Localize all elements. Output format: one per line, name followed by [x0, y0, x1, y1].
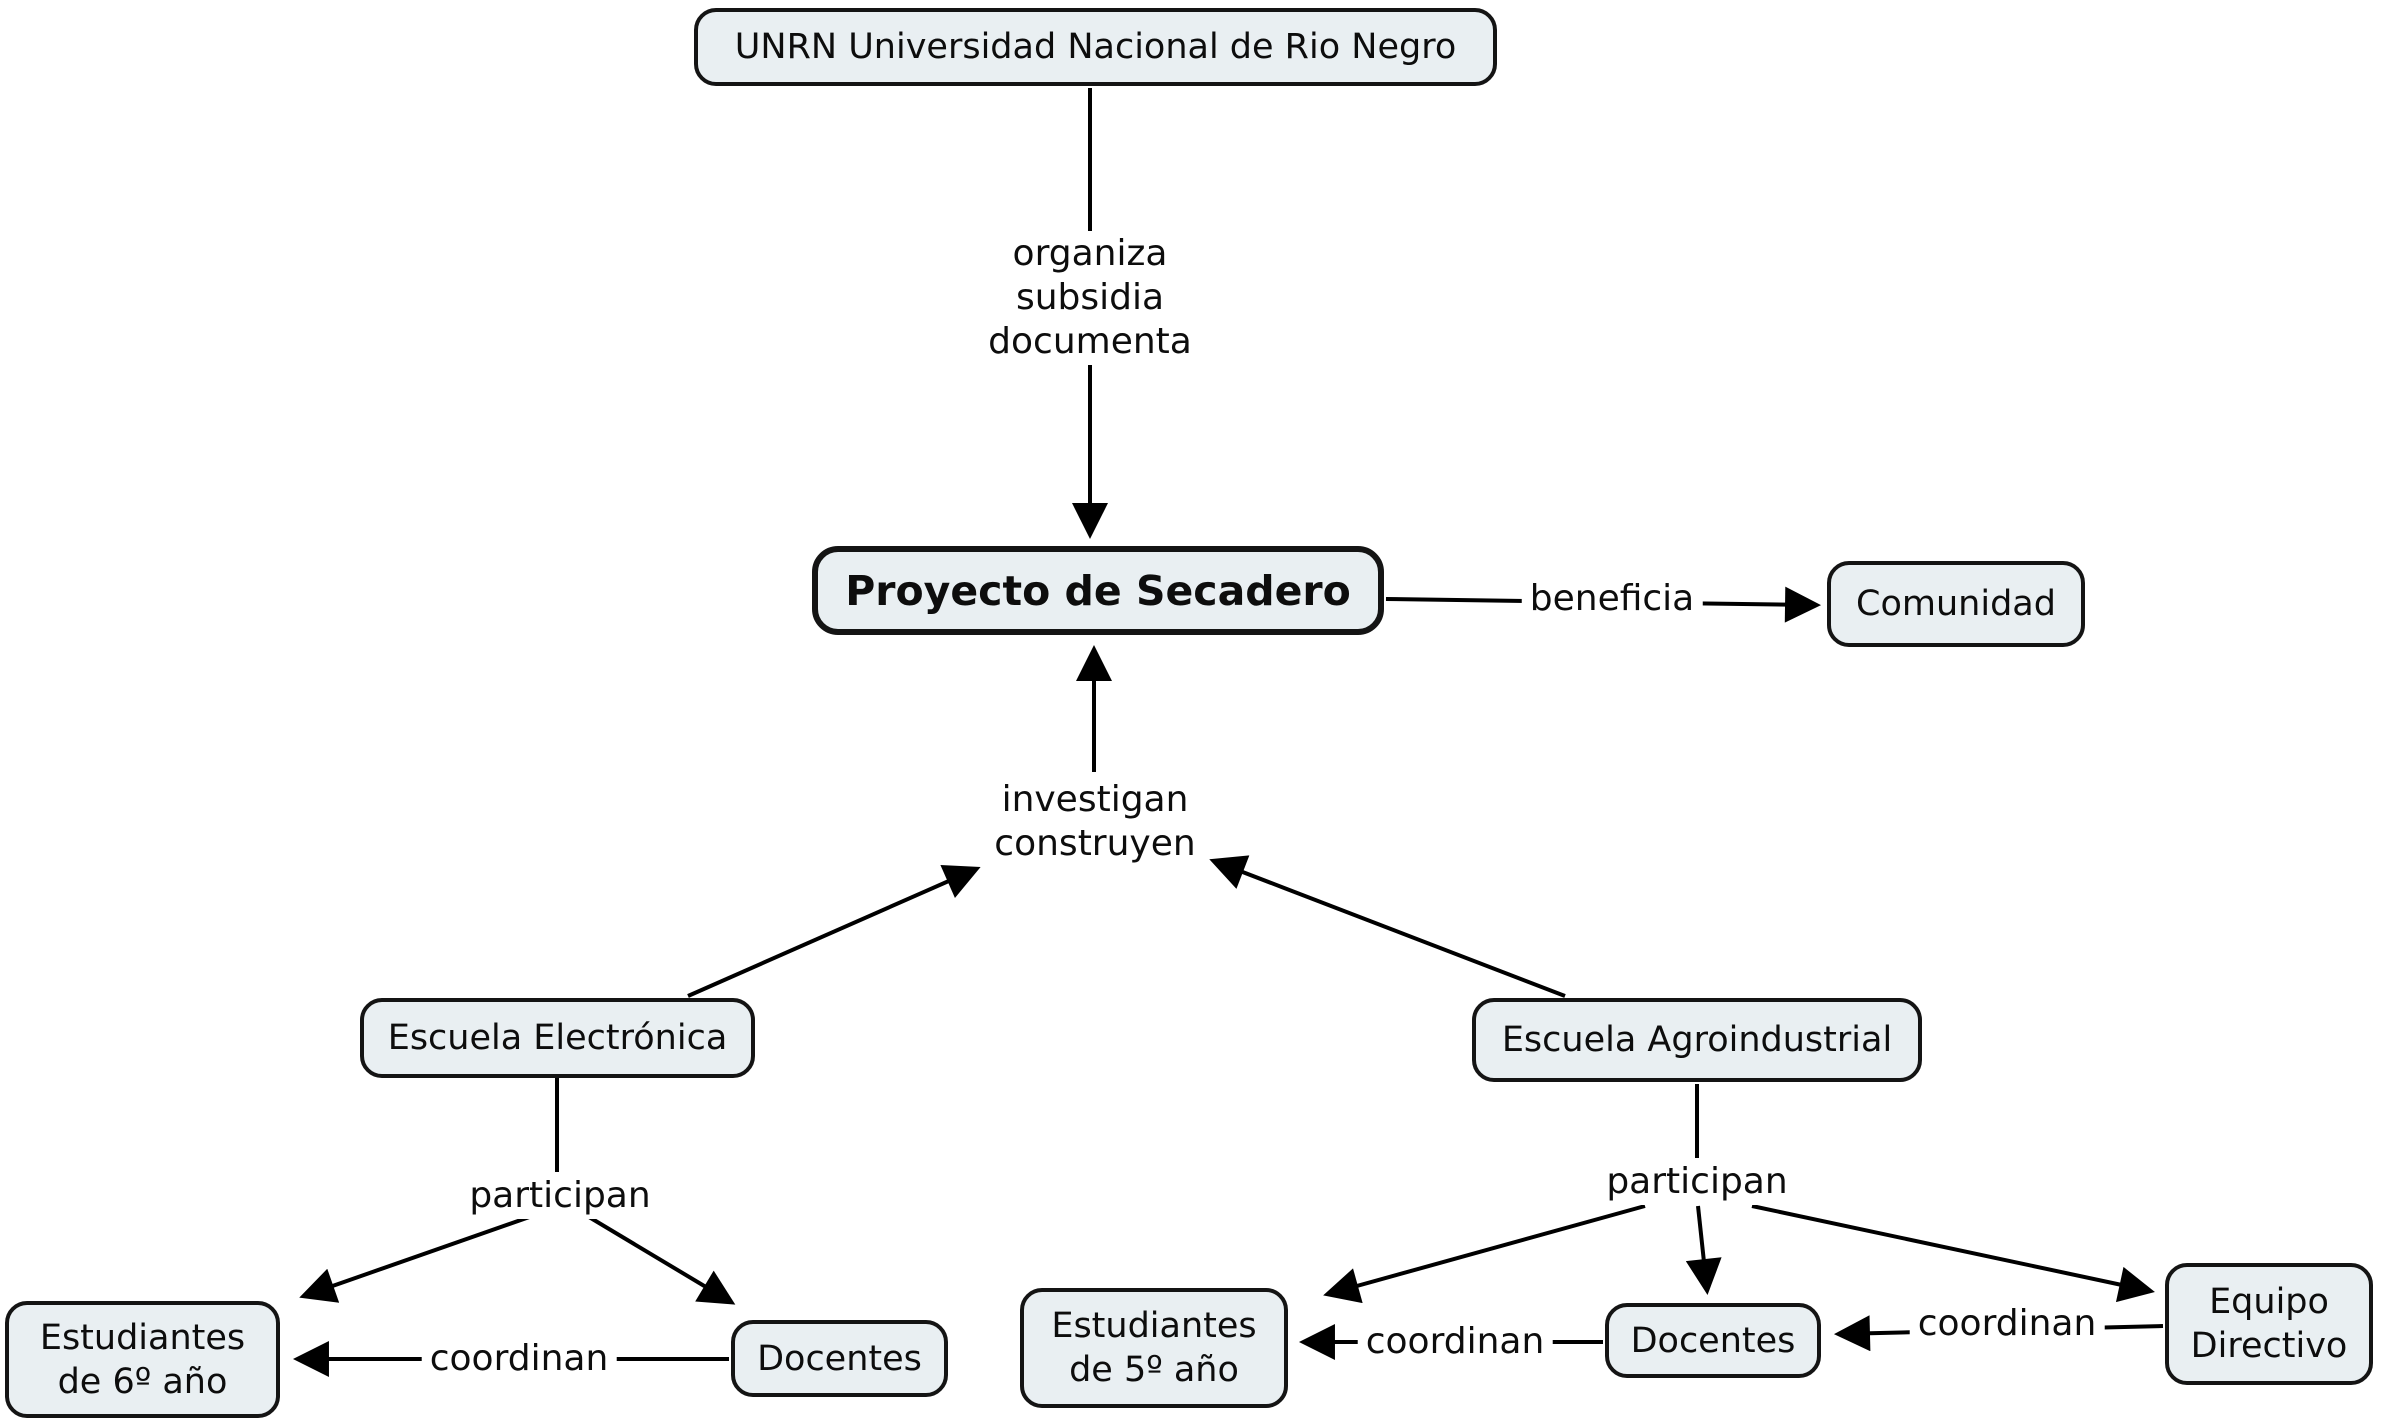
edge-label-investigan-construyen[interactable]: investigan construyen [986, 777, 1204, 867]
node-docentes-agroindustrial[interactable]: Docentes [1605, 1303, 1821, 1378]
edge-participan-estudiantes6 [299, 1212, 539, 1303]
node-escuela-agroindustrial[interactable]: Escuela Agroindustrial [1472, 998, 1922, 1082]
node-estudiantes-5-ano[interactable]: Estudiantes de 5º año [1020, 1288, 1288, 1408]
edge-participan-estudiantes5 [1323, 1204, 1646, 1304]
edge-label-coordinan-electronica[interactable]: coordinan [421, 1336, 617, 1382]
edge-label-participan-agroindustrial[interactable]: participan [1598, 1159, 1796, 1205]
edge-label-organiza-subsidia-documenta[interactable]: organiza subsidia documenta [980, 231, 1200, 365]
node-proyecto-de-secadero[interactable]: Proyecto de Secadero [812, 546, 1384, 635]
node-comunidad[interactable]: Comunidad [1827, 561, 2085, 647]
edge-agroindustrial-investigan [1209, 855, 1566, 998]
edge-label-coordinan-directivo[interactable]: coordinan [1909, 1301, 2105, 1347]
edge-participan-docentes-electronica [582, 1212, 736, 1305]
node-escuela-electronica[interactable]: Escuela Electrónica [360, 998, 755, 1078]
edge-electronica-investigan [687, 865, 981, 998]
edge-label-beneficia[interactable]: beneficia [1521, 576, 1703, 622]
edge-label-participan-electronica[interactable]: participan [461, 1173, 659, 1219]
node-estudiantes-6-ano[interactable]: Estudiantes de 6º año [5, 1301, 280, 1418]
edge-participan-equipo-directivo [1751, 1204, 2155, 1303]
node-unrn[interactable]: UNRN Universidad Nacional de Rio Negro [694, 8, 1497, 86]
edge-label-coordinan-docentes[interactable]: coordinan [1357, 1319, 1553, 1365]
node-equipo-directivo[interactable]: Equipo Directivo [2165, 1263, 2373, 1385]
edge-participan-docentes-agroindustrial [1685, 1205, 1722, 1296]
node-docentes-electronica[interactable]: Docentes [731, 1320, 948, 1397]
